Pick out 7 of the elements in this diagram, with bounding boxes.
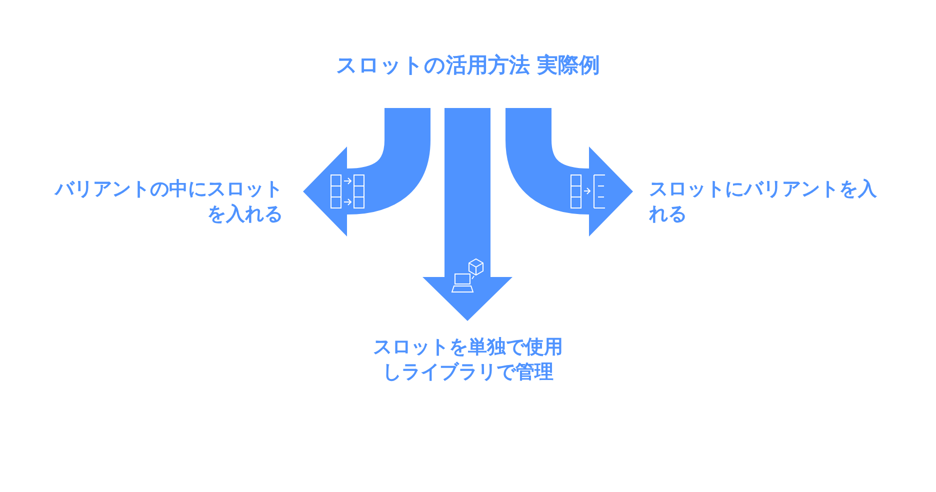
arrow <box>303 108 430 236</box>
title: スロットの活用方法 実際例 <box>334 52 602 79</box>
label-text: バリアントの中にスロットを入れる <box>53 177 283 227</box>
arrow <box>506 108 633 236</box>
arrow <box>422 108 512 321</box>
label-text: スロットにバリアントを入れる <box>649 177 878 227</box>
label-text: スロットを単独で使用しライブラリで管理 <box>372 335 564 385</box>
